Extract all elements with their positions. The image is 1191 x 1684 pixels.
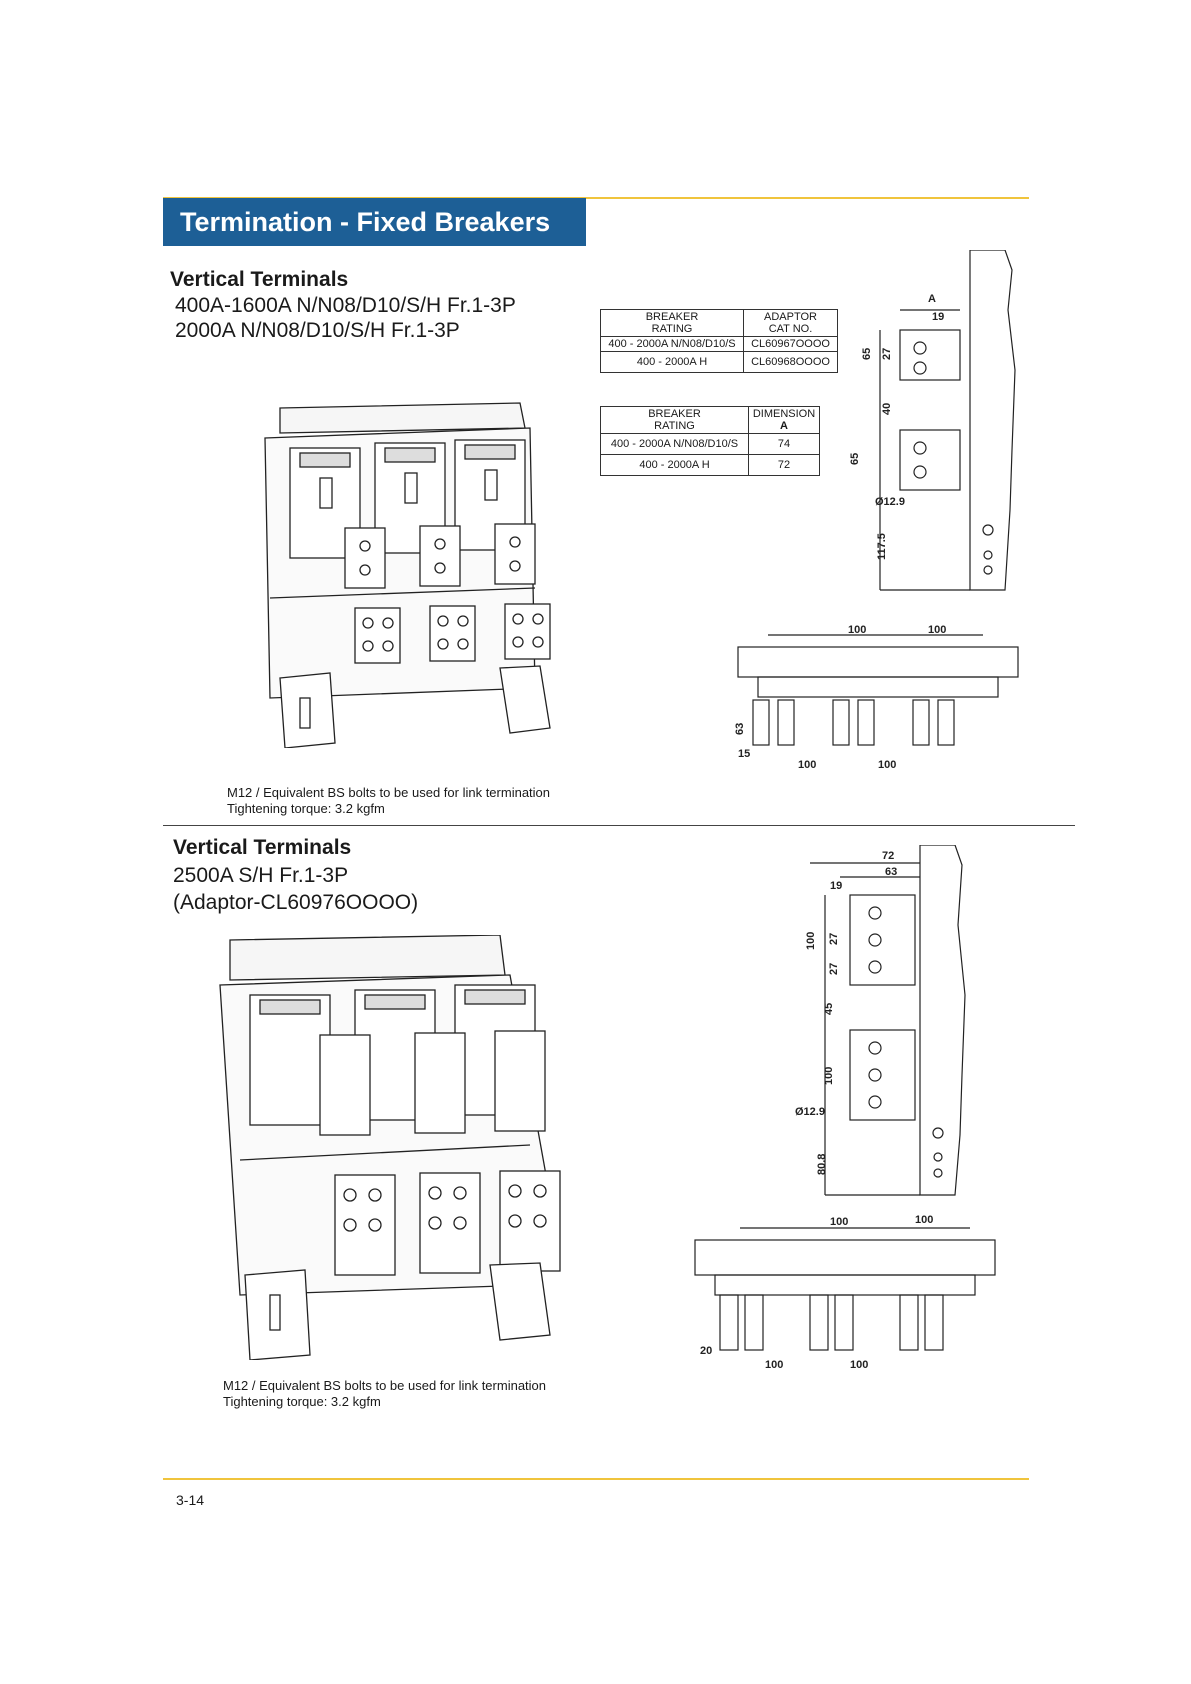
note-line: M12 / Equivalent BS bolts to be used for… [227,785,551,800]
section-divider [163,825,1075,826]
footer-rule [163,1478,1029,1480]
page-title: Termination - Fixed Breakers [163,198,586,246]
section1-line1: 400A-1600A N/N08/D10/S/H Fr.1-3P [175,294,516,317]
plan-view-1: 100 100 63 15 100 100 [734,625,1019,771]
section1-heading: Vertical Terminals [170,268,349,291]
section2-note: M12 / Equivalent BS bolts to be used for… [223,1378,546,1410]
table-cell: CL60968OOOO [743,351,838,373]
table-cell: 400 - 2000A N/N08/D10/S [600,433,749,455]
dim-19: 19 [830,880,842,892]
table-cell: CL60967OOOO [743,336,838,352]
section1-note: M12 / Equivalent BS bolts to be used for… [227,785,550,817]
table-row: 400 - 2000A H 72 [600,454,820,476]
side-view-2: 72 63 19 100 27 27 45 100 Ø12.9 80.8 [795,845,966,1196]
dimension-table-col1: BREAKER RATING [600,406,749,434]
dim-100a: 100 [805,932,817,950]
adaptor-table-col2: ADAPTOR CAT NO. [743,309,838,337]
dim-63: 63 [885,866,897,878]
dim-19: 19 [932,311,944,323]
plan2-bot1: 100 [765,1359,783,1371]
plan2-top2: 100 [915,1214,933,1226]
dim-117: 117.5 [876,533,888,560]
table-row: 400 - 2000A N/N08/D10/S 74 [600,433,820,455]
breaker-illustration-1 [264,402,551,748]
dim-40: 40 [881,403,893,415]
dim-100b: 100 [823,1067,835,1085]
plan2-d20: 20 [700,1345,712,1357]
page-number: 3-14 [176,1492,205,1508]
adaptor-table: BREAKER RATING ADAPTOR CAT NO. 400 - 200… [600,309,838,373]
section1-line2: 2000A N/N08/D10/S/H Fr.1-3P [175,319,460,342]
section2-line2: (Adaptor-CL60976OOOO) [173,891,419,914]
note-line: Tightening torque: 3.2 kgfm [227,801,385,816]
table-cell: 74 [748,433,820,455]
plan2-top1: 100 [830,1216,848,1228]
plan2-bot2: 100 [850,1359,868,1371]
table-cell: 72 [748,454,820,476]
dim-dia: Ø12.9 [875,496,905,508]
side-view-1: A 19 65 27 40 65 Ø12.9 117.5 [849,250,1016,591]
section2-line1: 2500A S/H Fr.1-3P [173,864,349,887]
dim-a: A [928,293,936,305]
dim-27b: 27 [828,963,840,975]
plan1-top2: 100 [928,625,946,636]
dim-65b: 65 [849,453,861,465]
note-line: M12 / Equivalent BS bolts to be used for… [223,1378,547,1393]
table-cell: 400 - 2000A H [600,351,744,373]
plan1-d15: 15 [738,748,750,760]
table-row: 400 - 2000A H CL60968OOOO [600,351,838,373]
dimension-label: DIMENSION [752,408,816,420]
note-line: Tightening torque: 3.2 kgfm [223,1394,381,1409]
dim-45: 45 [823,1003,835,1015]
header-rule [163,197,1029,199]
dim-80: 80.8 [816,1154,828,1175]
dim-65a: 65 [861,348,873,360]
section2-heading: Vertical Terminals [173,836,352,859]
plan1-top1: 100 [848,625,866,636]
table-cell: 400 - 2000A H [600,454,749,476]
table-cell: 400 - 2000A N/N08/D10/S [600,336,744,352]
dim-27a: 27 [828,933,840,945]
dim-dia: Ø12.9 [795,1106,825,1118]
table-row: 400 - 2000A N/N08/D10/S CL60967OOOO [600,336,838,352]
breaker-illustration-2 [219,935,561,1360]
plan-view-2: 100 100 20 100 100 [694,1214,996,1371]
plan1-bot1: 100 [798,759,816,771]
dim-27: 27 [881,348,893,360]
plan1-h63: 63 [734,723,746,735]
adaptor-table-col1: BREAKER RATING [600,309,744,337]
dimension-symbol: A [780,420,788,432]
plan1-bot2: 100 [878,759,896,771]
dim-72: 72 [882,850,894,862]
